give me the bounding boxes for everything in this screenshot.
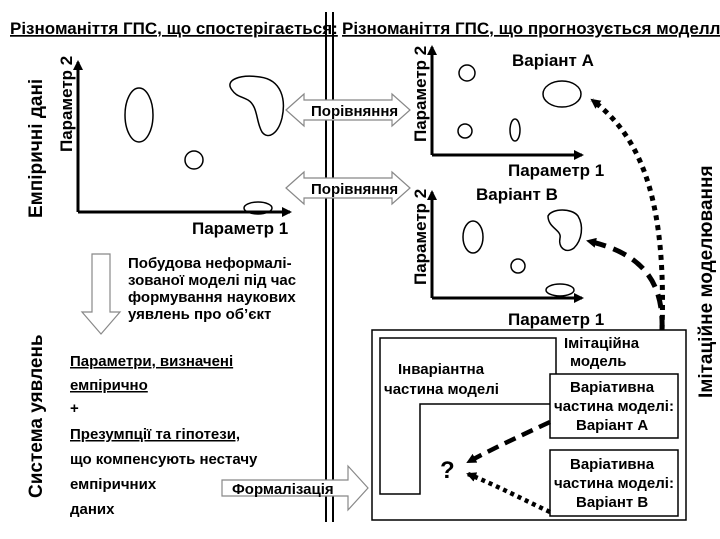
arrow-variative-a-to-question [466,419,551,464]
empirical-blob-kidney [229,75,285,137]
parameters-line-4: що компенсують нестачу [70,451,258,468]
formalization-arrow: Формалізація [221,464,369,512]
formalization-label: Формалізація [232,481,334,498]
predicted-plot-b: Параметр 2 Параметр 1 Варіант В [411,185,604,329]
arrow-simulation-to-variant-b [586,237,665,331]
plot-a-blob-2 [457,123,473,139]
plot-a-blob-1 [458,64,476,82]
comparison-arrow-1: Порівняння [285,92,411,128]
comparison-label-2: Порівняння [311,181,398,198]
informal-model-line-4: уявлень про об’єкт [128,306,271,323]
simulation-model-title-1: Імітаційна [564,335,640,352]
parameters-plus: + [70,400,79,417]
plot-b-blob-2 [510,258,526,274]
variative-b-line-1: Варіативна [570,456,655,473]
header-observed: Різноманіття ГПС, що спостерігається: [10,19,338,38]
empirical-plot: Параметр 2 Параметр 1 [57,56,292,238]
simulation-model-box: Імітаційна модель Інваріантна частина мо… [371,329,687,521]
simulation-model-title-2: модель [570,353,626,370]
plot-a-variant-label: Варіант А [512,51,594,70]
informal-model-line-1: Побудова неформалі- [128,255,292,272]
plot-b-y-label: Параметр 2 [411,189,430,285]
parameters-line-6: даних [70,501,115,518]
predicted-plot-a: Параметр 2 Параметр 1 Варіант А [411,45,604,180]
parameters-line-5: емпіричних [70,476,157,493]
plot-b-x-label: Параметр 1 [508,310,604,329]
plot-a-y-label: Параметр 2 [411,46,430,142]
label-simulation-modeling: Імітаційне моделювання [696,165,717,398]
plot-b-blob-3 [545,283,575,297]
variative-b-line-2: частина моделі: [554,475,674,492]
informal-model-line-2: зованої моделі під час [128,272,296,289]
label-system-of-ideas: Система уявлень [26,334,47,498]
plot-a-blob-4 [542,80,582,108]
variative-a-line-2: частина моделі: [554,398,674,415]
variative-b-line-3: Варіант В [576,494,648,511]
variative-part-a [549,373,679,439]
empirical-x-label: Параметр 1 [192,219,288,238]
empirical-blob-oval [124,87,154,143]
comparison-label-1: Порівняння [311,103,398,120]
plot-a-blob-3 [509,118,521,142]
invariant-part-label-2: частина моделі [384,381,499,398]
parameters-line-2: емпірично [70,377,148,394]
variative-a-line-3: Варіант А [576,417,648,434]
header-predicted: Різноманіття ГПС, що прогнозується модел… [342,19,720,38]
plot-b-blob-1 [462,220,484,254]
invariant-part-shape [379,337,557,495]
parameters-line-1: Параметри, визначені [70,353,233,370]
empirical-blob-small [184,150,204,170]
plot-b-blob-kidney [547,209,583,252]
label-empirical-data: Емпіричні дані [26,79,47,218]
arrow-variative-b-to-question [466,471,551,515]
question-mark: ? [440,457,455,484]
variative-a-line-1: Варіативна [570,379,655,396]
variative-part-b [549,449,679,517]
informal-model-line-3: формування наукових [128,289,296,306]
comparison-arrow-2: Порівняння [285,170,411,206]
plot-b-variant-label: Варіант В [476,185,558,204]
empirical-y-label: Параметр 2 [57,56,76,152]
informal-model-arrow [80,253,122,335]
parameters-block: Параметри, визначені емпірично + Презумп… [70,353,258,518]
plot-a-x-label: Параметр 1 [508,161,604,180]
empirical-blob-flat [243,201,273,215]
parameters-line-3: Презумпції та гіпотези, [70,426,240,443]
invariant-part-label-1: Інваріантна [398,361,485,378]
arrow-simulation-to-variant-a [590,97,665,331]
